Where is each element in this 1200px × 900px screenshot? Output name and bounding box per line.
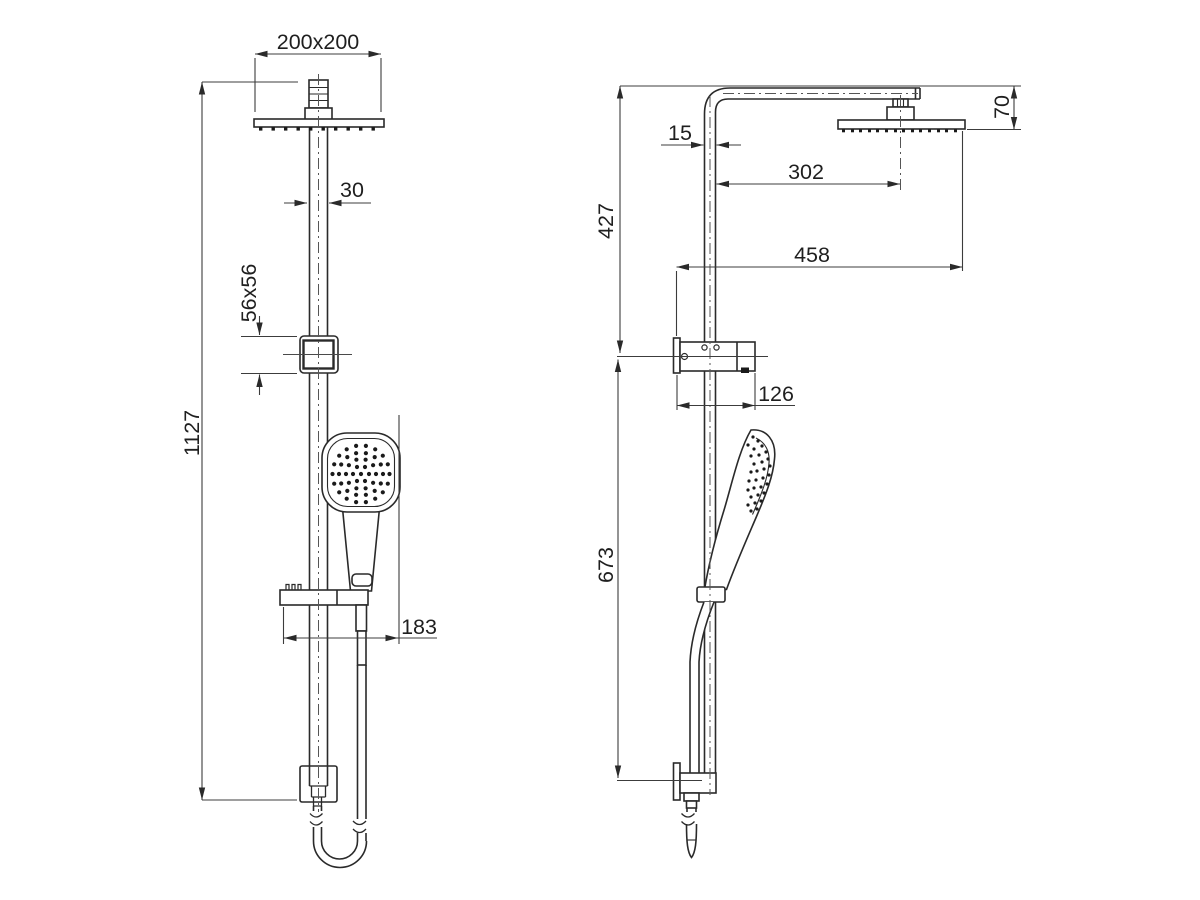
- hose-end-drop: [685, 823, 698, 859]
- dim-lower-section: 673: [594, 359, 702, 782]
- dim-bracket-depth: 126: [676, 373, 795, 410]
- dim-label-lower-section: 673: [594, 547, 618, 583]
- head-nozzles: [259, 127, 375, 131]
- hose-side-fill: [690, 602, 714, 773]
- dim-ext-lines: [254, 58, 382, 112]
- bracket-screw-top2: [713, 344, 720, 351]
- head-nut-lines: [896, 99, 905, 107]
- hose-break-side: [681, 813, 695, 826]
- hand-shower-side: [703, 429, 776, 591]
- handle-end-cap: [351, 573, 373, 587]
- slide-rail-front: [279, 583, 369, 606]
- slide-bar: [279, 589, 369, 606]
- grip-ridges: [285, 583, 302, 590]
- dim-ticks: [241, 335, 297, 375]
- hand-shower-front: [321, 432, 401, 592]
- hose-left-leg: [312, 806, 323, 841]
- elbow-stubs: [686, 808, 697, 812]
- dim-rail-width: 183: [282, 415, 437, 644]
- dim-ext-lines: [202, 81, 298, 801]
- hose-right-leg-lower: [356, 833, 367, 841]
- hand-shower-face-dots: [746, 435, 772, 513]
- dim-label-head-size: 200x200: [277, 30, 360, 54]
- column-pipe-side: [703, 87, 921, 773]
- dim-label-riser-width: 30: [340, 178, 364, 202]
- outlet-box: [299, 765, 338, 803]
- dim-label-pipe-width: 15: [668, 121, 692, 145]
- hose-side: [689, 601, 715, 773]
- head-plate-side: [837, 119, 966, 130]
- side-centerlines: [709, 93, 918, 795]
- pipe-inner-edge: [714, 98, 920, 773]
- dim-label-bracket-depth: 126: [758, 382, 794, 406]
- hose-connector-upper: [355, 604, 368, 632]
- bracket-wall-plate: [672, 337, 681, 374]
- wall-elbow-side: [672, 762, 717, 859]
- hose-u-bend-outer: [312, 840, 368, 869]
- hose-front: [309, 604, 368, 869]
- hand-shower-nozzles: [330, 443, 392, 505]
- side-view: [672, 87, 966, 859]
- elbow-body: [679, 772, 717, 794]
- dim-pipe-width: 15: [661, 121, 741, 149]
- dim-label-total-height: 1127: [180, 410, 204, 456]
- dim-ref-lines: [620, 85, 1021, 131]
- front-view: [253, 74, 401, 869]
- bracket-screw-top1: [701, 344, 708, 351]
- elbow-wall-plate: [672, 762, 681, 801]
- pipe-outer-edge: [703, 87, 920, 773]
- hose-right-leg: [356, 665, 367, 819]
- bracket-nub: [741, 367, 749, 373]
- hose-side-edges: [689, 601, 715, 773]
- elbow-nipple: [685, 800, 698, 809]
- hose-break-left: [309, 813, 323, 826]
- dim-label-head-reach: 458: [794, 243, 830, 267]
- elbow-step: [683, 792, 700, 802]
- dim-head-reach: 458: [675, 131, 964, 336]
- dim-bracket-size: 56x56: [237, 264, 297, 395]
- dim-label-head-centre-offset: 302: [788, 160, 824, 184]
- slide-clamp-side: [696, 586, 726, 603]
- hose-connector-lower: [356, 630, 367, 666]
- dim-head-drop: 70: [620, 85, 1021, 131]
- hand-shower-head-inner: [326, 437, 396, 508]
- dim-label-head-drop: 70: [990, 95, 1014, 119]
- wall-bracket-side: [672, 337, 756, 374]
- dim-ext-lines: [675, 131, 964, 336]
- dim-total-height: 1127: [180, 81, 298, 801]
- hose-u-bend-inner: [320, 840, 359, 860]
- dim-label-rail-width: 183: [401, 615, 437, 639]
- dim-label-bracket-size: 56x56: [237, 264, 261, 323]
- dim-head-size: 200x200: [254, 30, 382, 112]
- hand-shower-face-rim: [751, 437, 770, 515]
- dim-upper-section: 427: [594, 86, 768, 358]
- hose-break-right: [352, 820, 367, 834]
- dim-label-upper-section: 427: [594, 203, 618, 239]
- head-nozzles-side: [842, 129, 957, 133]
- dim-riser-width: 30: [284, 178, 371, 207]
- dimension-annotations: 200x200 30 56x56 1127 183: [180, 30, 1021, 801]
- dim-head-centre-offset: 302: [716, 160, 900, 188]
- dim-ext-lines: [282, 415, 400, 644]
